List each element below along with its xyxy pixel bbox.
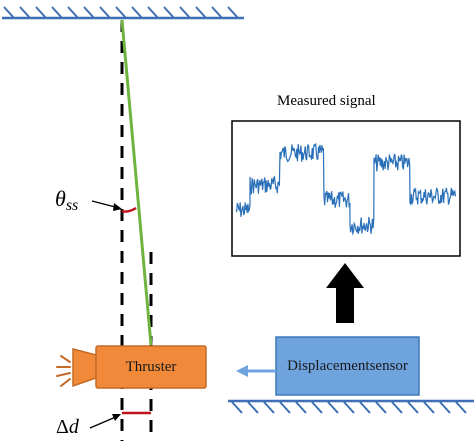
displacement-sensor — [236, 336, 420, 396]
sensor-body — [275, 336, 420, 396]
signal-trace — [235, 142, 457, 236]
sensor-label-line1: Displacement — [287, 358, 370, 374]
thruster-label: Thruster — [125, 358, 177, 375]
sensor-label-line2: sensor — [369, 358, 408, 374]
angle-subscript: ss — [65, 197, 79, 214]
pendulum-arm — [120, 19, 153, 346]
signal-title: Measured signal — [277, 93, 376, 109]
offset-var: d — [68, 416, 79, 438]
bottom-floor-mount — [228, 399, 474, 414]
up-arrow-icon — [326, 263, 364, 323]
steady-state-angle-arc — [121, 206, 137, 213]
angle-pointer-arrow — [91, 200, 122, 211]
top-ceiling-mount — [2, 6, 244, 20]
angle-symbol: θ — [55, 186, 66, 211]
thruster-body — [95, 345, 207, 389]
offset-label: Δd — [56, 416, 79, 439]
angle-label: θss — [55, 186, 78, 215]
measured-signal-panel — [231, 120, 461, 257]
thruster — [56, 345, 207, 389]
offset-pointer-arrow — [89, 414, 121, 429]
exhaust-plume-icon — [56, 355, 71, 387]
offset-delta: Δ — [56, 416, 69, 438]
sensor-label: Displacement sensor — [276, 337, 419, 395]
thruster-nozzle-icon — [72, 348, 97, 388]
